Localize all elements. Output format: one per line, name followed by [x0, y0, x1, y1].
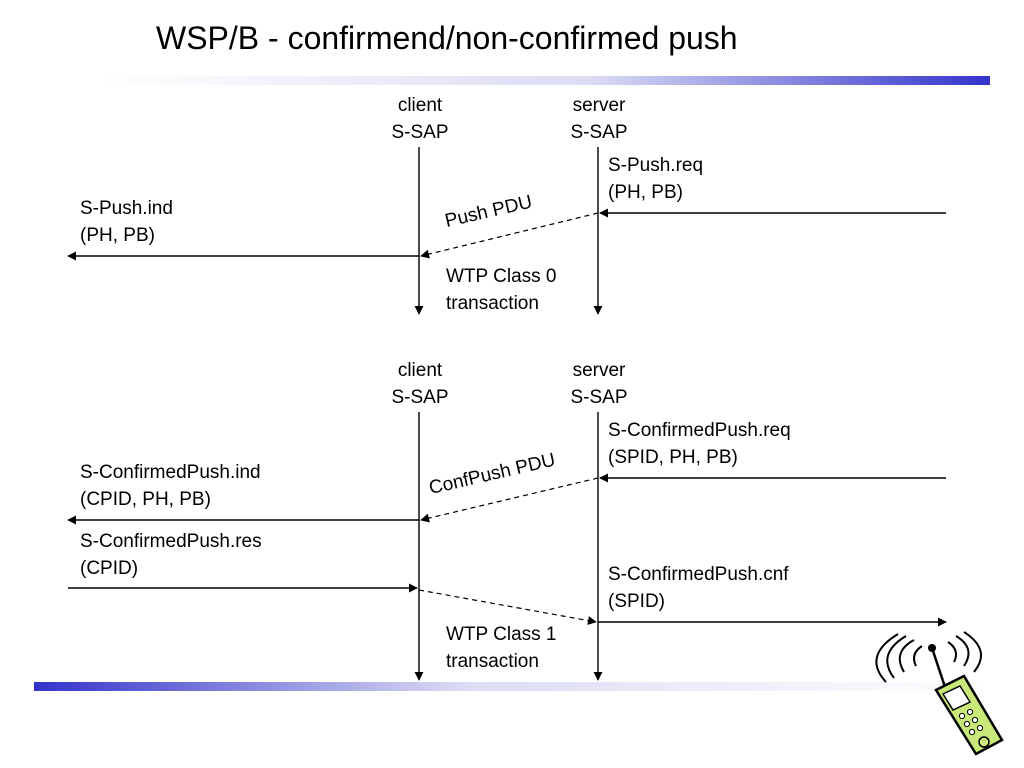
- bottom-wtp-label: WTP Class 1 transaction: [446, 621, 557, 675]
- bottom-server-label-line1: server: [572, 360, 626, 381]
- bottom-ind-line1: S-ConfirmedPush.ind: [80, 462, 261, 483]
- top-wtp-line2: transaction: [446, 293, 539, 314]
- bottom-server-label-line2: S-SAP: [570, 387, 628, 408]
- bottom-req-line1: S-ConfirmedPush.req: [608, 420, 791, 441]
- mobile-phone-icon: [875, 631, 1004, 756]
- bottom-res-pdu-arrow: [418, 589, 597, 625]
- top-ind-line2: (PH, PB): [80, 225, 155, 246]
- bottom-wtp-line2: transaction: [446, 651, 539, 672]
- top-client-label-line2: S-SAP: [391, 122, 449, 143]
- bottom-cnf-label: S-ConfirmedPush.cnf (SPID): [608, 561, 789, 615]
- bottom-server-sap-label: server S-SAP: [549, 357, 649, 411]
- top-req-line1: S-Push.req: [608, 155, 704, 176]
- bottom-pdu-arrow: [420, 477, 599, 523]
- top-ind-line1: S-Push.ind: [80, 198, 173, 219]
- top-server-label-line2: S-SAP: [570, 122, 628, 143]
- footer-bar: [34, 682, 990, 691]
- bottom-cnf-line1: S-ConfirmedPush.cnf: [608, 564, 789, 585]
- bottom-client-label-line2: S-SAP: [391, 387, 449, 408]
- bottom-res-line2: (CPID): [80, 558, 139, 579]
- top-client-label-line1: client: [397, 95, 443, 116]
- bottom-res-line1: S-ConfirmedPush.res: [80, 531, 262, 552]
- bottom-wtp-line1: WTP Class 1: [446, 624, 557, 645]
- bottom-client-sap-label: client S-SAP: [370, 357, 470, 411]
- title-underline-bar: [100, 76, 990, 85]
- bottom-ind-line2: (CPID, PH, PB): [80, 489, 211, 510]
- slide-title: WSP/B - confirmend/non-confirmed push: [156, 20, 738, 56]
- bottom-ind-label: S-ConfirmedPush.ind (CPID, PH, PB): [80, 459, 261, 513]
- top-ind-label: S-Push.ind (PH, PB): [80, 195, 173, 249]
- top-req-line2: (PH, PB): [608, 182, 683, 203]
- bottom-req-line2: (SPID, PH, PB): [608, 447, 738, 468]
- top-pdu-arrow: [420, 212, 599, 259]
- top-wtp-line1: WTP Class 0: [446, 266, 557, 287]
- bottom-req-label: S-ConfirmedPush.req (SPID, PH, PB): [608, 417, 791, 471]
- top-server-label-line1: server: [572, 95, 626, 116]
- top-client-sap-label: client S-SAP: [370, 92, 470, 146]
- top-req-label: S-Push.req (PH, PB): [608, 152, 703, 206]
- top-wtp-label: WTP Class 0 transaction: [446, 263, 557, 317]
- bottom-res-label: S-ConfirmedPush.res (CPID): [80, 528, 262, 582]
- top-server-sap-label: server S-SAP: [549, 92, 649, 146]
- bottom-client-label-line1: client: [397, 360, 443, 381]
- bottom-cnf-line2: (SPID): [608, 591, 665, 612]
